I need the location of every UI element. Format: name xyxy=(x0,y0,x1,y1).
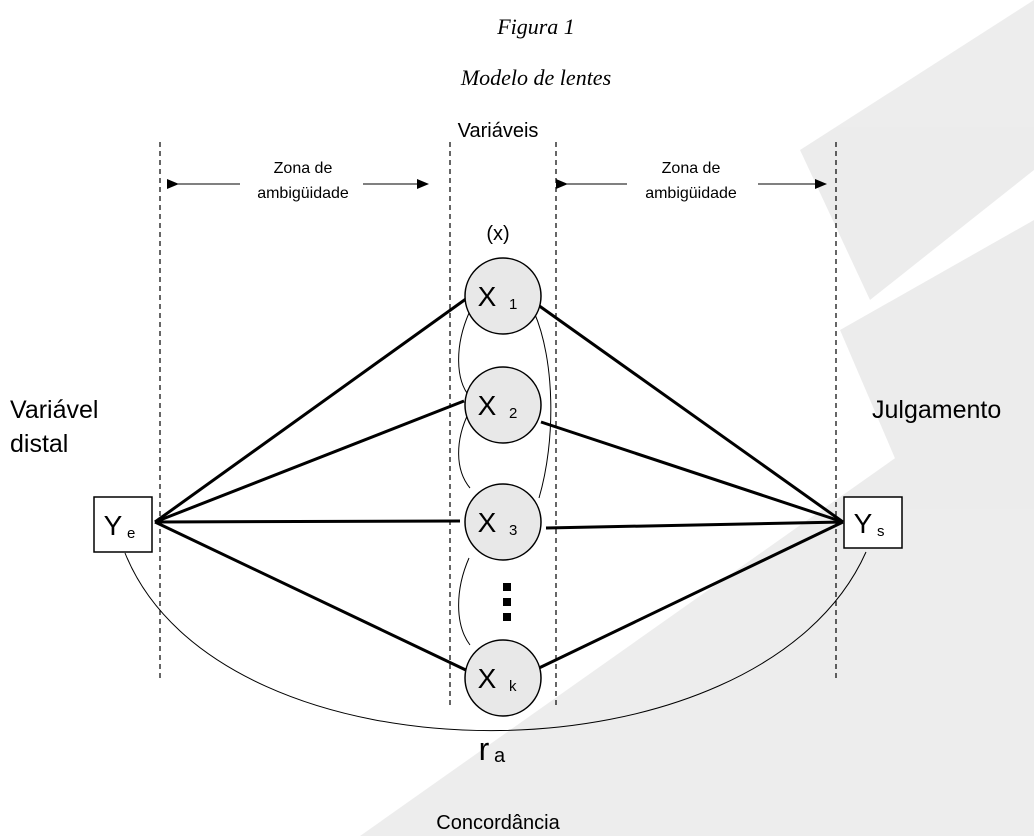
distal-variable-line2: distal xyxy=(10,430,68,458)
achievement-sub: a xyxy=(494,745,506,767)
distal-variable-sub: e xyxy=(127,525,135,542)
achievement-main: r xyxy=(479,731,490,767)
intercorrelation-x3-xk xyxy=(458,557,471,646)
achievement-arc xyxy=(124,551,867,731)
figure-caption: Modelo de lentes xyxy=(460,65,611,90)
cue-node-2: X 2 xyxy=(464,366,542,444)
utilization-link-1 xyxy=(537,303,844,524)
utilization-link-3 xyxy=(545,520,844,530)
cue-node-3-main: X xyxy=(478,507,497,538)
achievement-label: r a xyxy=(479,731,506,767)
judgment-box: Y s xyxy=(843,496,903,549)
ecological-link-2 xyxy=(154,399,465,524)
distal-variable-line1: Variável xyxy=(10,396,98,424)
cue-node-k-sub: k xyxy=(509,678,517,695)
utilization-link-k xyxy=(538,520,844,670)
cue-node-3: X 3 xyxy=(464,483,542,561)
cue-node-k-main: X xyxy=(478,663,497,694)
judgment-main: Y xyxy=(854,508,873,539)
ecological-link-k xyxy=(154,520,471,674)
ecological-link-1 xyxy=(154,294,471,524)
cue-node-1: X 1 xyxy=(464,257,542,335)
zone-right-line1: Zona de xyxy=(662,160,721,177)
utilization-link-2 xyxy=(540,420,844,524)
zone-left-line1: Zona de xyxy=(274,160,333,177)
zone-right-line2: ambigüidade xyxy=(645,185,737,202)
judgment-sub: s xyxy=(877,523,885,540)
cue-node-1-sub: 1 xyxy=(509,296,517,313)
watermark-logo xyxy=(360,0,1034,836)
ecological-link-3 xyxy=(154,519,461,524)
agreement-label: Concordância xyxy=(436,812,560,834)
variables-label: Variáveis xyxy=(458,120,539,142)
cue-node-3-sub: 3 xyxy=(509,522,517,539)
cue-label: (x) xyxy=(486,223,509,245)
cue-node-2-main: X xyxy=(478,390,497,421)
judgment-label: Julgamento xyxy=(872,396,1001,424)
distal-variable-main: Y xyxy=(104,510,123,541)
distal-variable-box: Y e xyxy=(93,496,153,553)
cue-node-k: X k xyxy=(464,639,542,717)
cue-node-2-sub: 2 xyxy=(509,405,517,422)
intercorrelation-x1-x2 xyxy=(458,312,471,398)
ellipsis-dots xyxy=(503,583,511,621)
figure-number: Figura 1 xyxy=(496,14,575,39)
intercorrelation-x2-x3 xyxy=(458,411,471,489)
cue-node-1-main: X xyxy=(478,281,497,312)
zone-left-line2: ambigüidade xyxy=(257,185,349,202)
intercorrelation-x1-x3 xyxy=(533,311,552,499)
